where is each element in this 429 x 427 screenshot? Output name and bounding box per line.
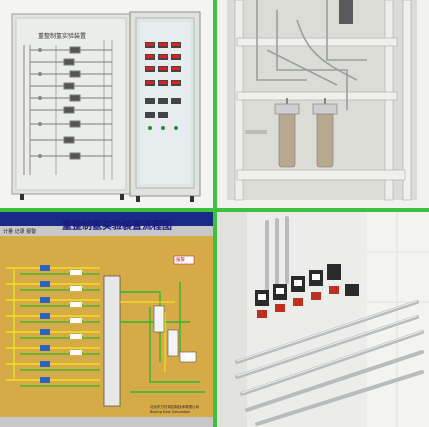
scada-flow-screen: 计量 记录 报警 重整制氢实验装置流程图 报警 北京东方仿真控制技术有限公司 B… (0, 212, 213, 427)
cabinet-front-photo: 重整制氢实验装置 (0, 0, 213, 208)
horizontal-divider (0, 208, 429, 212)
scada-diagram (0, 212, 213, 427)
scada-footer-line1: 北京东方仿真控制技术有限公司 (150, 405, 199, 409)
manifold-photo (217, 212, 429, 427)
scada-title: 重整制氢实验装置流程图 (62, 221, 172, 232)
cabinet-interior-photo (217, 0, 429, 208)
scada-toolbar-text: 计量 记录 报警 (3, 229, 37, 235)
cabinet-title-text: 重整制氢实验装置 (38, 32, 86, 40)
scada-corner-label: 报警 (176, 258, 185, 263)
manifold-drawing (217, 212, 429, 427)
cabinet-front-drawing: 重整制氢实验装置 (11, 11, 201, 202)
vertical-divider (213, 0, 217, 427)
scada-footer-line2: Beijing East Simulation (150, 410, 191, 414)
cabinet-interior-drawing (227, 0, 417, 201)
